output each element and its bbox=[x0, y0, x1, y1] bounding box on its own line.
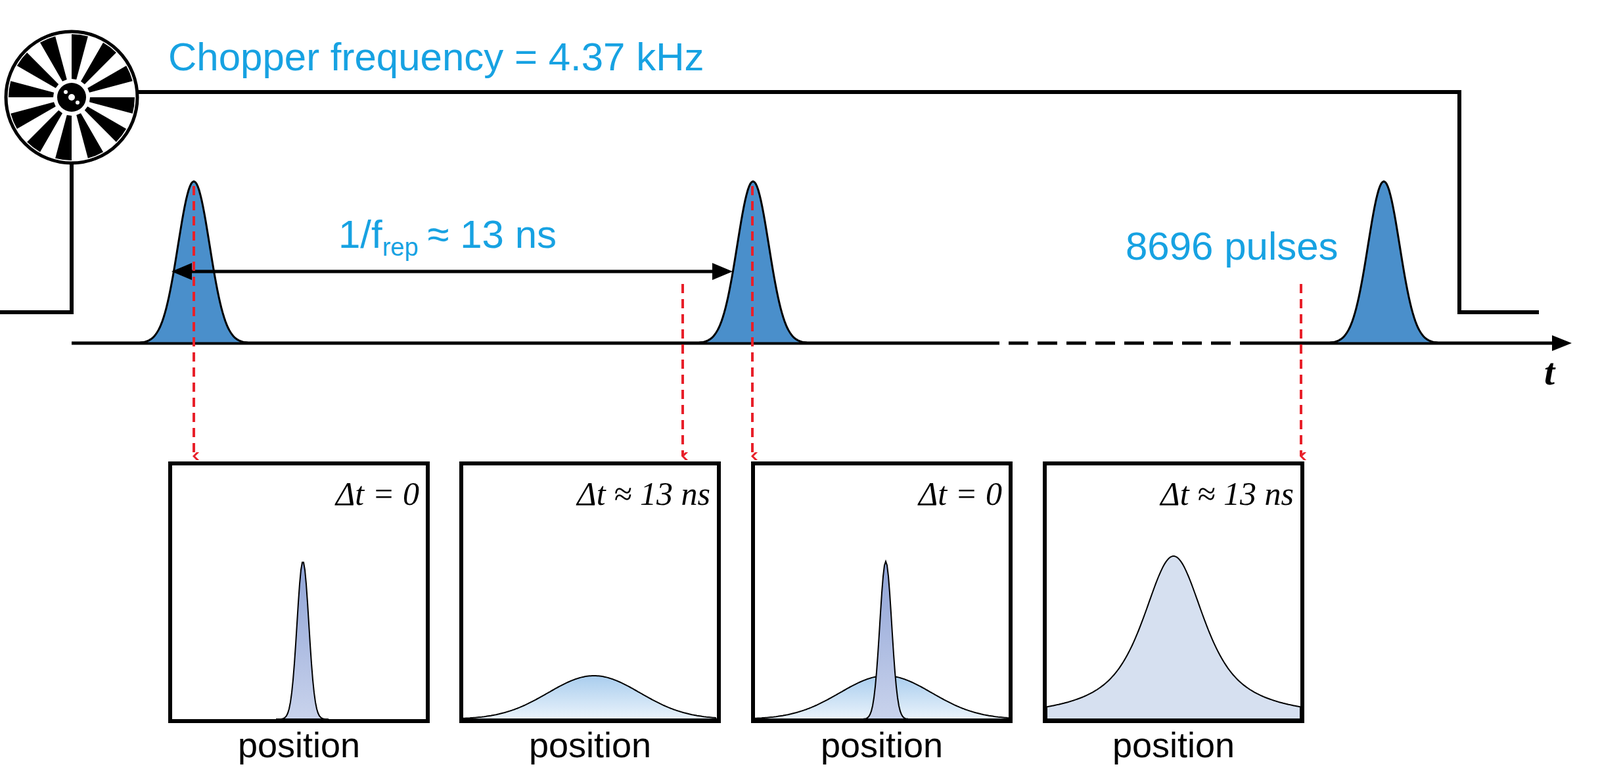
axis-label: position bbox=[1046, 724, 1301, 765]
pulse-count-label: 8696 pulses bbox=[1125, 223, 1339, 269]
axis-label: position bbox=[172, 724, 426, 765]
narrow-distribution bbox=[275, 562, 329, 720]
wheel-spoke bbox=[10, 101, 56, 129]
wheel-spoke bbox=[87, 65, 133, 93]
period-subscript: rep bbox=[382, 233, 419, 261]
position-panel: Δt = 0position bbox=[168, 461, 430, 723]
period-arrowheads bbox=[171, 262, 733, 280]
laser-pulse bbox=[1324, 181, 1443, 343]
delay-label: Δt = 0 bbox=[335, 474, 420, 513]
period-value: ≈ 13 ns bbox=[427, 212, 557, 257]
laser-pulses bbox=[134, 181, 1443, 343]
period-formula: 1/f bbox=[338, 212, 383, 257]
delay-label: Δt ≈ 13 ns bbox=[576, 474, 711, 513]
chopper-wheel bbox=[5, 31, 138, 163]
wheel-spoke bbox=[71, 34, 89, 80]
chopper-frequency-label: Chopper frequency = 4.37 kHz bbox=[168, 34, 704, 80]
axis-arrowhead bbox=[1552, 335, 1572, 351]
broad-distribution bbox=[463, 675, 717, 719]
wheel-spoke bbox=[89, 97, 135, 114]
accumulated-distribution bbox=[1046, 555, 1301, 719]
wheel-spoke bbox=[8, 80, 54, 98]
position-panel: Δt ≈ 13 nsposition bbox=[1042, 461, 1305, 723]
position-panel: Δt = 0position bbox=[751, 461, 1013, 723]
time-axis-gap bbox=[979, 341, 1246, 345]
position-panel: Δt ≈ 13 nsposition bbox=[459, 461, 721, 723]
wheel-spoke bbox=[76, 113, 104, 158]
wheel-spoke bbox=[55, 114, 72, 161]
axis-label: position bbox=[754, 724, 1009, 765]
narrow-distribution bbox=[859, 561, 913, 719]
period-label: 1/frep ≈ 13 ns bbox=[338, 211, 557, 262]
wheel-spoke bbox=[40, 36, 68, 81]
period-arrow bbox=[180, 270, 724, 274]
delay-label: Δt ≈ 13 ns bbox=[1160, 474, 1294, 513]
time-axis-label: t bbox=[1544, 349, 1555, 394]
axis-label: position bbox=[463, 724, 717, 765]
delay-label: Δt = 0 bbox=[918, 474, 1003, 513]
